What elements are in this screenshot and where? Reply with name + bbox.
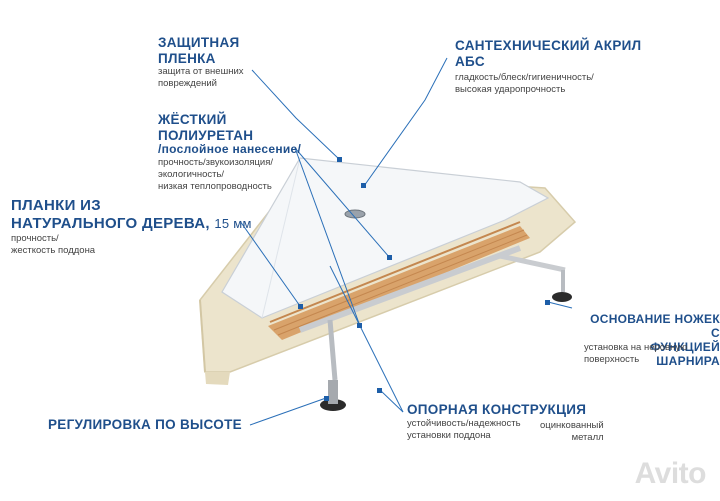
avito-watermark: Avito [634,457,707,490]
metal-frame [298,245,572,411]
polyurethane-title: ЖЁСТКИЙ ПОЛИУРЕТАН [158,112,254,143]
acryl-description: гладкость/блеск/гигиеничность/ высокая у… [455,72,594,95]
polyurethane-description: прочность/звукоизоляция/ экологичность/ … [158,157,274,192]
wood-title-line1: ПЛАНКИ ИЗ [11,197,101,214]
legs-description: установка на неровную поверхность [584,342,688,365]
support-material: оцинкованный металл [540,420,604,443]
wood-slats [268,221,530,340]
leader-markers [298,157,550,401]
film-title: ЗАЩИТНАЯ ПЛЕНКА [158,35,240,66]
support-title: ОПОРНАЯ КОНСТРУКЦИЯ [407,402,587,417]
support-description: устойчивость/надежность установки поддон… [407,418,521,441]
leader-lines [239,57,573,426]
height-adjust-title: РЕГУЛИРОВКА ПО ВЫСОТЕ [48,417,242,432]
wood-title-line2: НАТУРАЛЬНОГО ДЕРЕВА, [11,215,210,232]
acryl-title: САНТЕХНИЧЕСКИЙ АКРИЛ АБС [455,38,642,69]
wood-description: прочность/ жесткость поддона [11,233,96,256]
legs-title: ОСНОВАНИЕ НОЖЕК С ФУНКЦИЕЙ ШАРНИРА [590,312,720,368]
wood-thickness: 15 мм [214,216,252,231]
polyurethane-subtitle: /послойное нанесение/ [158,142,302,156]
wood-title-line2-wrap: НАТУРАЛЬНОГО ДЕРЕВА, 15 мм [11,214,252,234]
film-description: защита от внешних повреждений [158,66,244,89]
